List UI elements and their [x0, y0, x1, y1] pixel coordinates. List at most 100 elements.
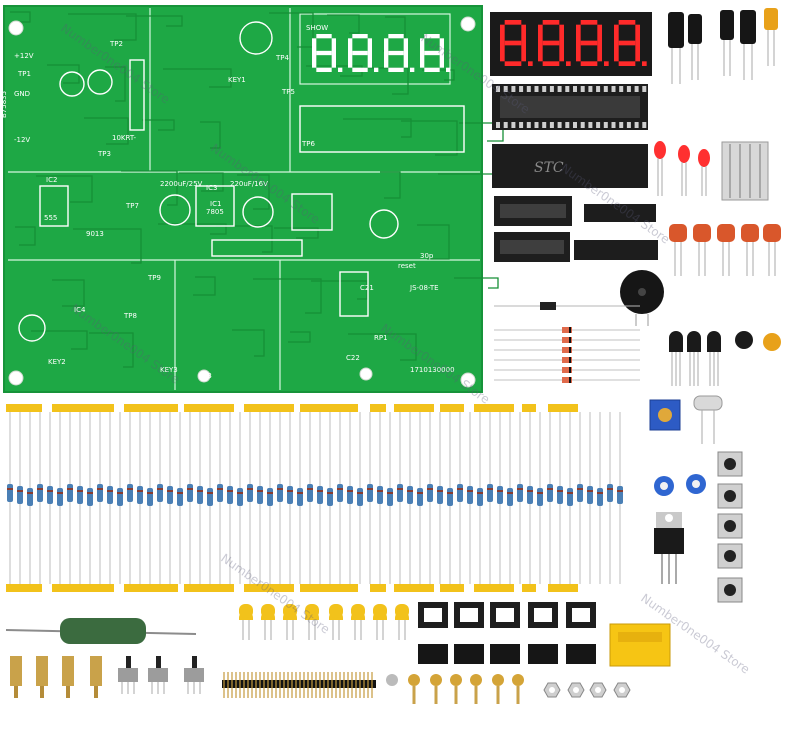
pcb-silk-label: 1710130000 — [410, 366, 455, 374]
segment — [348, 53, 353, 68]
tape — [440, 584, 464, 592]
resistor — [67, 484, 73, 502]
led — [654, 141, 666, 159]
segment — [635, 24, 640, 43]
capacitor — [763, 333, 781, 351]
resistor — [497, 486, 503, 504]
resistor — [307, 484, 313, 502]
pcb-silk-label: 10KRT- — [112, 134, 136, 142]
segment — [580, 61, 598, 66]
segment — [521, 24, 526, 43]
tape — [394, 404, 434, 412]
pcb-silk-label: IC3 — [206, 184, 217, 192]
resistor — [37, 484, 43, 502]
screw — [470, 674, 482, 686]
resistor — [277, 484, 283, 502]
tape — [184, 584, 234, 592]
screw — [450, 674, 462, 686]
pcb-silk-label: 220uF/16V — [230, 180, 268, 188]
screw — [408, 674, 420, 686]
tape — [124, 404, 178, 412]
pcb-silk-label: B75835 — [0, 91, 8, 118]
resistor — [267, 488, 273, 506]
resistor — [227, 486, 233, 504]
capacitor — [720, 10, 734, 40]
pcb-silk-label: SHOW — [306, 24, 328, 32]
segment — [580, 40, 598, 46]
pcb-silk-label: TP3 — [97, 150, 111, 158]
segment — [504, 40, 522, 46]
tape — [6, 404, 42, 412]
voltage-regulator — [654, 512, 684, 584]
resistor — [547, 484, 553, 502]
watermark-text: Number0ne004 Store — [218, 551, 332, 637]
resistor — [187, 484, 193, 502]
pcb-silk-label: IC4 — [74, 306, 86, 314]
standoff — [90, 656, 102, 686]
segment — [504, 20, 522, 25]
pcb-silk-label: C23 — [198, 372, 212, 380]
dip-chip — [566, 644, 596, 664]
pcb-silk-label: KEY2 — [48, 358, 66, 366]
segment — [500, 43, 505, 62]
segment — [439, 38, 444, 53]
segment — [559, 43, 564, 62]
segment — [618, 20, 636, 25]
pcb-silk-label: TP4 — [275, 54, 289, 62]
mcu-chip: STC — [492, 144, 648, 188]
pcb-silk-label: TP5 — [281, 88, 295, 96]
segment — [542, 40, 560, 46]
resistor — [167, 486, 173, 504]
segment — [597, 43, 602, 62]
segment — [367, 53, 372, 68]
resistor — [137, 486, 143, 504]
capacitor — [669, 224, 687, 242]
resistor — [487, 484, 493, 502]
pcb-silk-label: 30p — [420, 252, 434, 260]
segment — [331, 53, 336, 68]
ic-socket-40pin — [492, 84, 648, 130]
resistor — [577, 484, 583, 502]
tape — [394, 584, 434, 592]
diode — [562, 367, 572, 373]
led — [698, 149, 710, 167]
segment — [316, 50, 332, 56]
screw — [386, 674, 398, 686]
pcb-silk-label: 555 — [44, 214, 57, 222]
diode — [562, 327, 572, 333]
diodes — [494, 302, 640, 383]
resistor — [427, 484, 433, 502]
decimal-point — [410, 67, 415, 72]
heatsink — [721, 141, 769, 201]
segment — [316, 67, 332, 72]
segment — [384, 53, 389, 68]
pcb-silk-label: TP1 — [17, 70, 31, 78]
tape — [522, 404, 536, 412]
tape — [52, 584, 114, 592]
pcb-silk-label: IC2 — [46, 176, 57, 184]
segment — [424, 50, 440, 56]
decimal-point — [338, 67, 343, 72]
pcb-silk-label: TP8 — [123, 312, 137, 320]
resistor — [257, 486, 263, 504]
resistor — [417, 488, 423, 506]
pin-header — [222, 672, 376, 698]
resistor — [17, 486, 23, 504]
resistor — [7, 484, 13, 502]
pcb-silk-label: C22 — [346, 354, 360, 362]
thermistor — [735, 331, 753, 349]
decimal-point — [604, 61, 609, 66]
tape — [548, 404, 578, 412]
segment — [439, 53, 444, 68]
segment — [614, 43, 619, 62]
resistor — [47, 486, 53, 504]
segment — [614, 24, 619, 43]
resistor — [77, 486, 83, 504]
capacitor — [688, 14, 702, 44]
pcb-silk-label: RP1 — [374, 334, 388, 342]
tape — [300, 404, 358, 412]
transistor — [669, 331, 683, 352]
red-leds — [654, 141, 710, 196]
standoff — [36, 656, 48, 686]
